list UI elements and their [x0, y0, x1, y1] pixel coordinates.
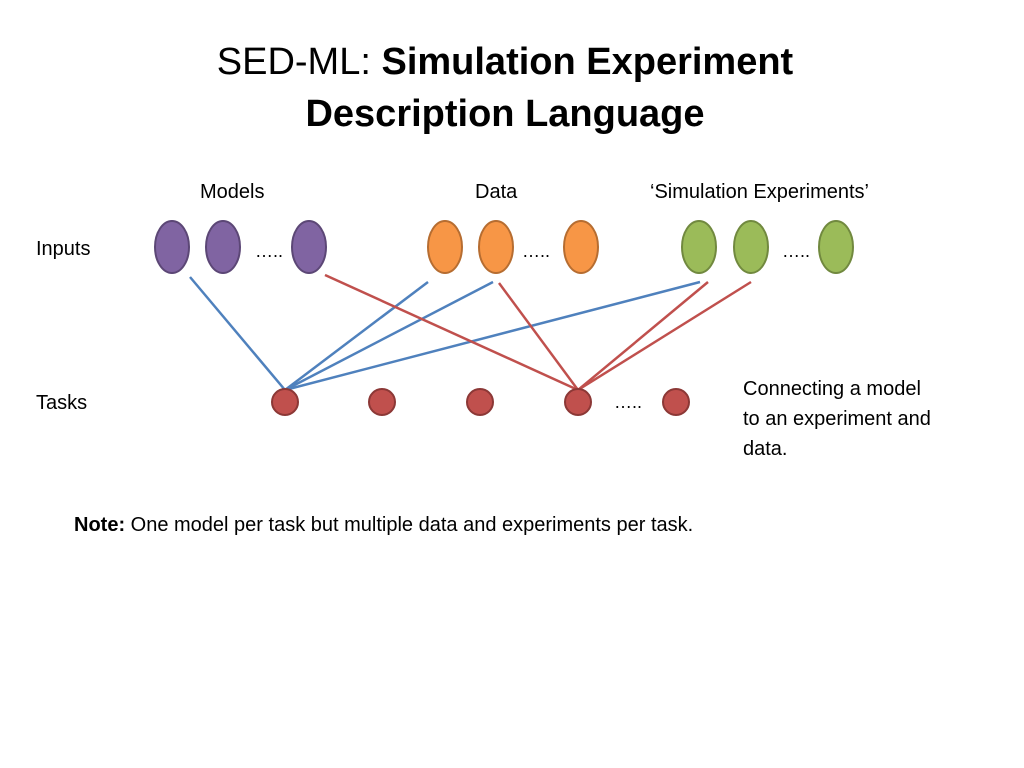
- data-node-3: [563, 220, 599, 274]
- red-link-3: [577, 281, 709, 391]
- caption-line1: Connecting a model: [743, 378, 921, 400]
- blue-link-4: [284, 280, 701, 392]
- red-link-2: [497, 282, 580, 391]
- task-node-3: [466, 388, 494, 416]
- task-node-1: [271, 388, 299, 416]
- task-node-4: [564, 388, 592, 416]
- task-node-5: [662, 388, 690, 416]
- title-bold-line1: Simulation Experiment: [381, 41, 794, 83]
- model-node-3: [291, 220, 327, 274]
- note-text: One model per task but multiple data and…: [125, 514, 694, 536]
- experiment-node-2: [733, 220, 769, 274]
- header-models: Models: [200, 181, 265, 203]
- caption-line3: data.: [743, 438, 788, 460]
- tasks-ellipsis: …..: [614, 392, 642, 412]
- task-node-2: [368, 388, 396, 416]
- models-ellipsis: …..: [255, 241, 283, 261]
- model-node-1: [154, 220, 190, 274]
- title-bold-line2: Description Language: [305, 93, 705, 135]
- experiment-node-1: [681, 220, 717, 274]
- experiment-node-3: [818, 220, 854, 274]
- row-label-tasks: Tasks: [36, 392, 88, 414]
- red-link-4: [577, 280, 752, 392]
- caption-line2: to an experiment and: [743, 408, 931, 430]
- header-experiments: ‘Simulation Experiments’: [650, 181, 869, 203]
- blue-link-1: [189, 276, 286, 391]
- experiments-ellipsis: …..: [782, 241, 810, 261]
- data-ellipsis: …..: [522, 241, 550, 261]
- blue-link-2: [284, 281, 429, 391]
- model-node-2: [205, 220, 241, 274]
- nodes-group: [154, 220, 854, 416]
- red-link-1: [324, 273, 579, 392]
- header-data: Data: [475, 181, 518, 203]
- footnote: Note: One model per task but multiple da…: [74, 512, 693, 538]
- data-node-1: [427, 220, 463, 274]
- links-group: [189, 273, 752, 392]
- title-prefix: SED-ML:: [216, 41, 382, 83]
- row-label-inputs: Inputs: [36, 238, 91, 260]
- note-label: Note:: [74, 514, 126, 536]
- slide-title: SED-ML: Simulation Experiment Descriptio…: [0, 36, 1010, 140]
- data-node-2: [478, 220, 514, 274]
- blue-link-3: [284, 280, 494, 392]
